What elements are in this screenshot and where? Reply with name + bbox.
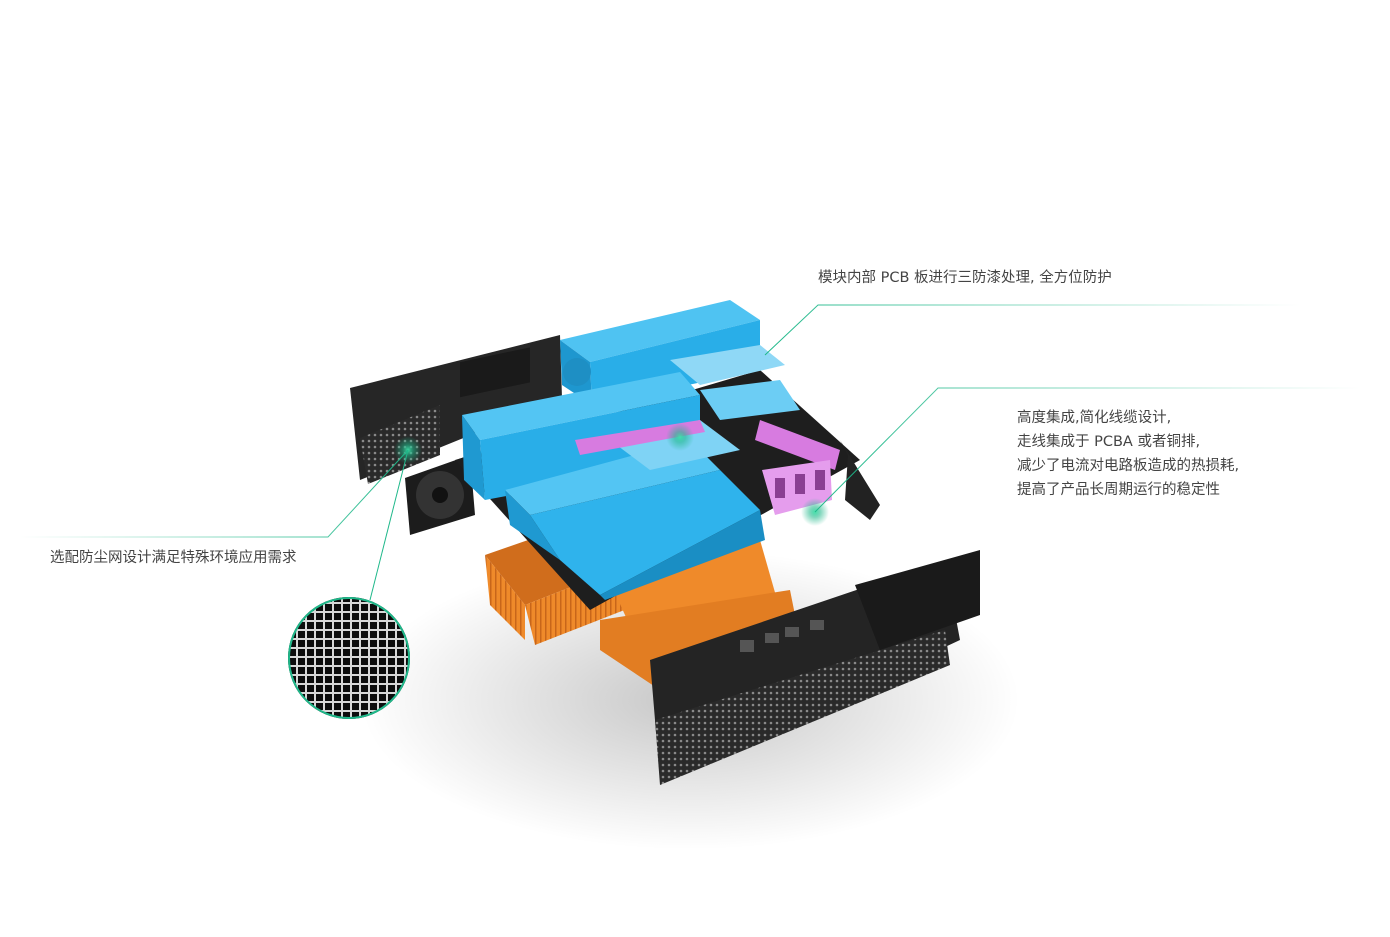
front-panel — [650, 550, 980, 785]
callout-line-right — [814, 387, 1360, 513]
callout-dust-filter: 选配防尘网设计满足特殊环境应用需求 — [50, 550, 297, 566]
callout-line-left — [20, 449, 409, 538]
callout-line-top — [764, 304, 1300, 356]
hotspot-pcb — [666, 423, 694, 451]
callout-integration-line-1: 高度集成,简化线缆设计, — [1017, 410, 1172, 426]
callout-integration: 高度集成,简化线缆设计, 走线集成于 PCBA 或者铜排, 减少了电流对电路板造… — [1017, 406, 1239, 502]
dust-filter-zoom — [288, 597, 410, 719]
callout-pcb-coating: 模块内部 PCB 板进行三防漆处理, 全方位防护 — [818, 270, 1112, 286]
callout-integration-line-4: 提高了产品长周期运行的稳定性 — [1017, 482, 1220, 498]
callout-integration-line-3: 减少了电流对电路板造成的热损耗, — [1017, 458, 1240, 474]
callout-line-zoom — [369, 449, 409, 601]
fan-rear — [405, 455, 475, 535]
callout-integration-line-2: 走线集成于 PCBA 或者铜排, — [1017, 434, 1201, 450]
side-frame-right — [840, 440, 880, 520]
